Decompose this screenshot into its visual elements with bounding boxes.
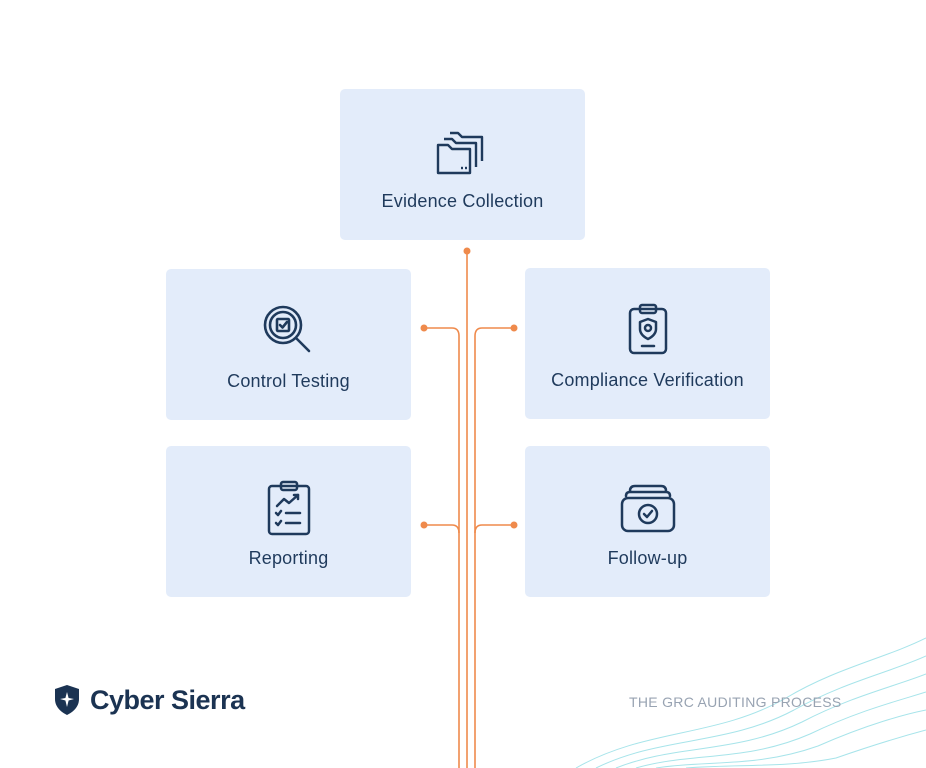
diagram-title: THE GRC AUDITING PROCESS [629, 694, 842, 710]
magnifier-check-icon [261, 303, 317, 359]
step-card-reporting: Reporting [166, 446, 411, 597]
step-label: Reporting [248, 548, 329, 568]
step-card-follow-up: Follow-up [525, 446, 770, 597]
step-label: Compliance Verification [551, 370, 744, 390]
step-label: Follow-up [607, 548, 688, 568]
brand-name: Cyber Sierra [90, 684, 245, 715]
step-card-control-testing: Control Testing [166, 269, 411, 420]
step-card-evidence-collection: Evidence Collection [340, 89, 585, 240]
folders-icon [435, 123, 491, 179]
folder-check-icon [620, 480, 676, 536]
cyber-sierra-logo: Cyber Sierra [54, 684, 245, 716]
step-card-compliance-verification: Compliance Verification [525, 268, 770, 419]
step-label: Evidence Collection [381, 191, 544, 211]
topographic-waves [575, 637, 926, 768]
clipboard-shield-icon [620, 302, 676, 358]
step-label: Control Testing [227, 371, 350, 391]
shield-star-icon [55, 685, 79, 715]
clipboard-chart-icon [261, 480, 317, 536]
